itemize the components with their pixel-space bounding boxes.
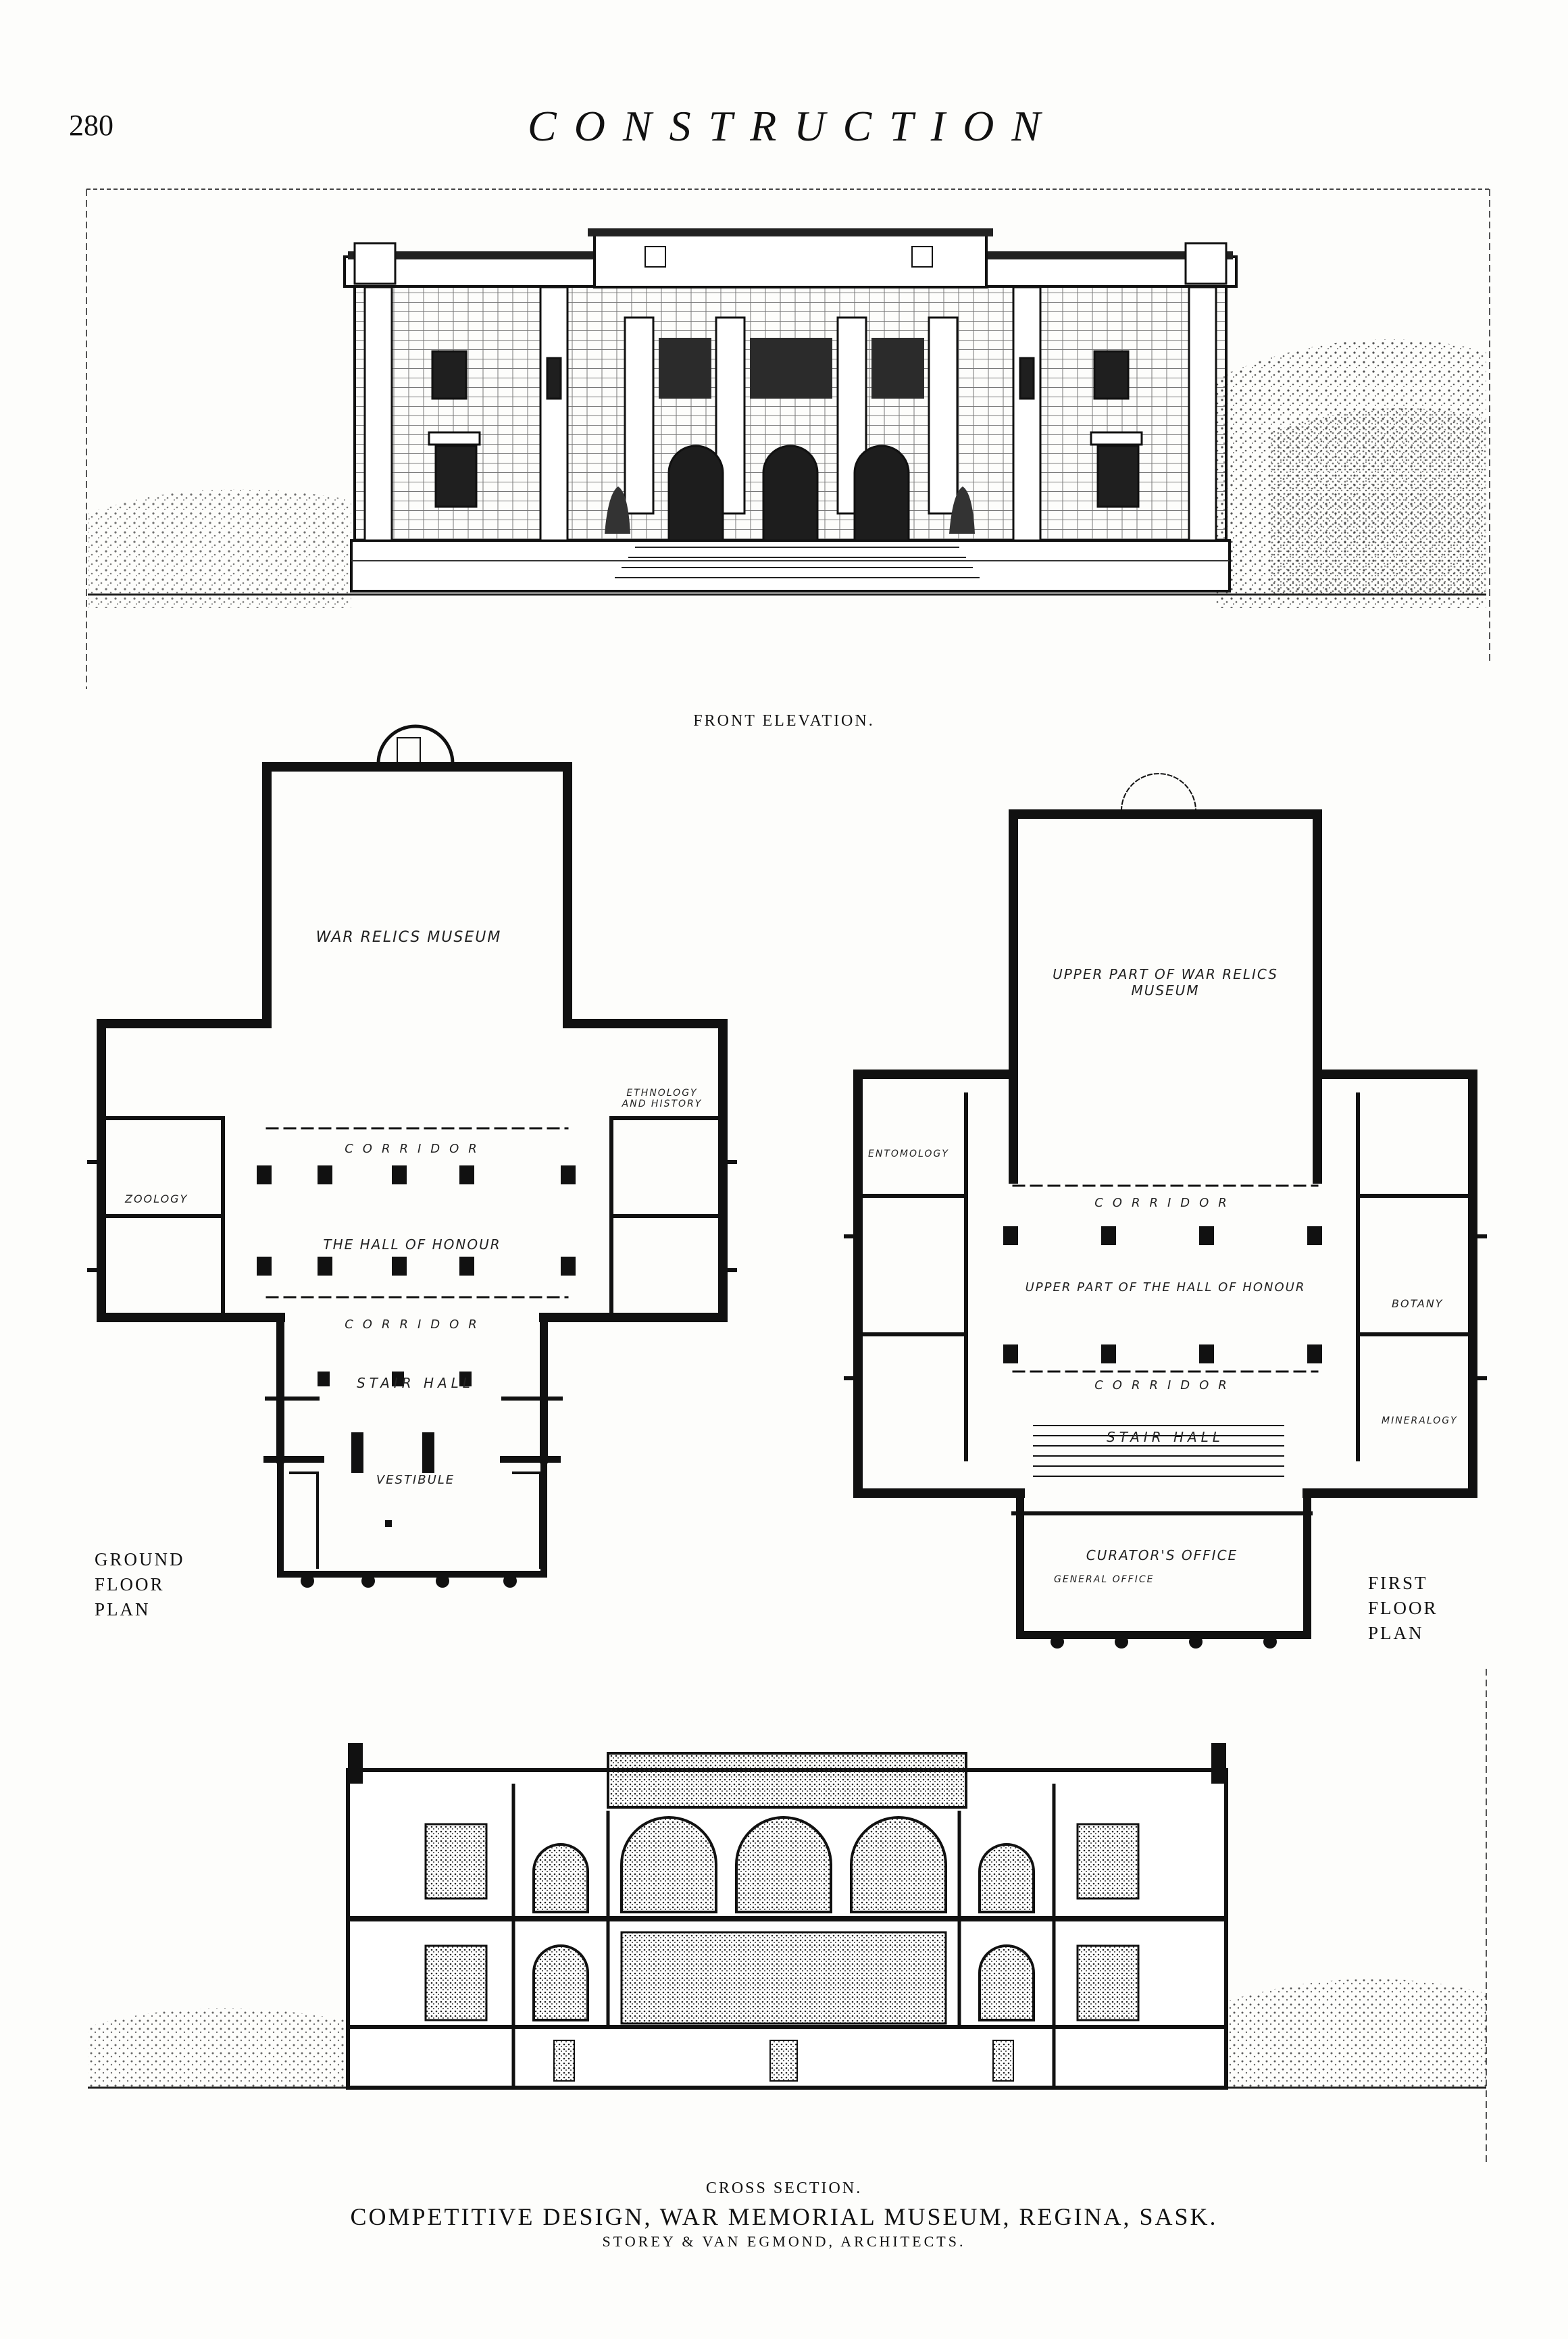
gf-stair-hall: STAIR HALL (357, 1375, 474, 1391)
first-floor-label-1: FIRST (1368, 1573, 1428, 1593)
ground-floor-label: GROUND FLOOR PLAN (95, 1547, 185, 1622)
ff-general-office: GENERAL OFFICE (1054, 1574, 1155, 1585)
ground-floor-label-1: GROUND (95, 1549, 185, 1569)
ff-corridor-north: CORRIDOR (1094, 1196, 1236, 1210)
ff-stair-hall: STAIR HALL (1107, 1429, 1224, 1445)
ff-upper-museum: UPPER PART OF WAR RELICS MUSEUM (1053, 966, 1278, 999)
gf-war-relics-museum: WAR RELICS MUSEUM (315, 929, 502, 946)
ground-floor-label-3: PLAN (95, 1599, 151, 1619)
ground-floor-label-2: FLOOR (95, 1574, 165, 1594)
gf-ethnology: ETHNOLOGY AND HISTORY (622, 1088, 703, 1109)
cross-section-caption: CROSS SECTION. (705, 2180, 863, 2197)
first-floor-label-2: FLOOR (1368, 1598, 1438, 1618)
ff-mineralogy: MINERALOGY (1382, 1415, 1458, 1426)
ff-botany: BOTANY (1392, 1297, 1444, 1310)
front-elevation-caption: FRONT ELEVATION. (693, 712, 875, 730)
ff-curators-office: CURATOR'S OFFICE (1086, 1547, 1238, 1563)
floor-plans-drawing (87, 724, 1487, 1649)
first-floor-label: FIRST FLOOR PLAN (1368, 1571, 1438, 1646)
first-floor-label-3: PLAN (1368, 1623, 1424, 1643)
ff-upper-hall: UPPER PART OF THE HALL OF HONOUR (1025, 1280, 1306, 1294)
first-floor-plan (844, 773, 1487, 1649)
ground-floor-plan (87, 724, 737, 1588)
gf-corridor-south: CORRIDOR (345, 1317, 486, 1332)
front-elevation-drawing (86, 188, 1490, 689)
gf-hall-of-honour: THE HALL OF HONOUR (323, 1236, 501, 1253)
gf-corridor-north: CORRIDOR (345, 1142, 486, 1156)
ff-entomology: ENTOMOLOGY (868, 1149, 949, 1159)
gf-vestibule: VESTIBULE (376, 1473, 455, 1487)
gf-zoology: ZOOLOGY (125, 1192, 188, 1205)
main-caption: COMPETITIVE DESIGN, WAR MEMORIAL MUSEUM,… (350, 2203, 1218, 2230)
journal-title: CONSTRUCTION (528, 102, 1058, 150)
page-number: 280 (69, 109, 113, 142)
ff-corridor-south: CORRIDOR (1094, 1378, 1236, 1392)
architects-caption: STOREY & VAN EGMOND, ARCHITECTS. (602, 2233, 966, 2250)
